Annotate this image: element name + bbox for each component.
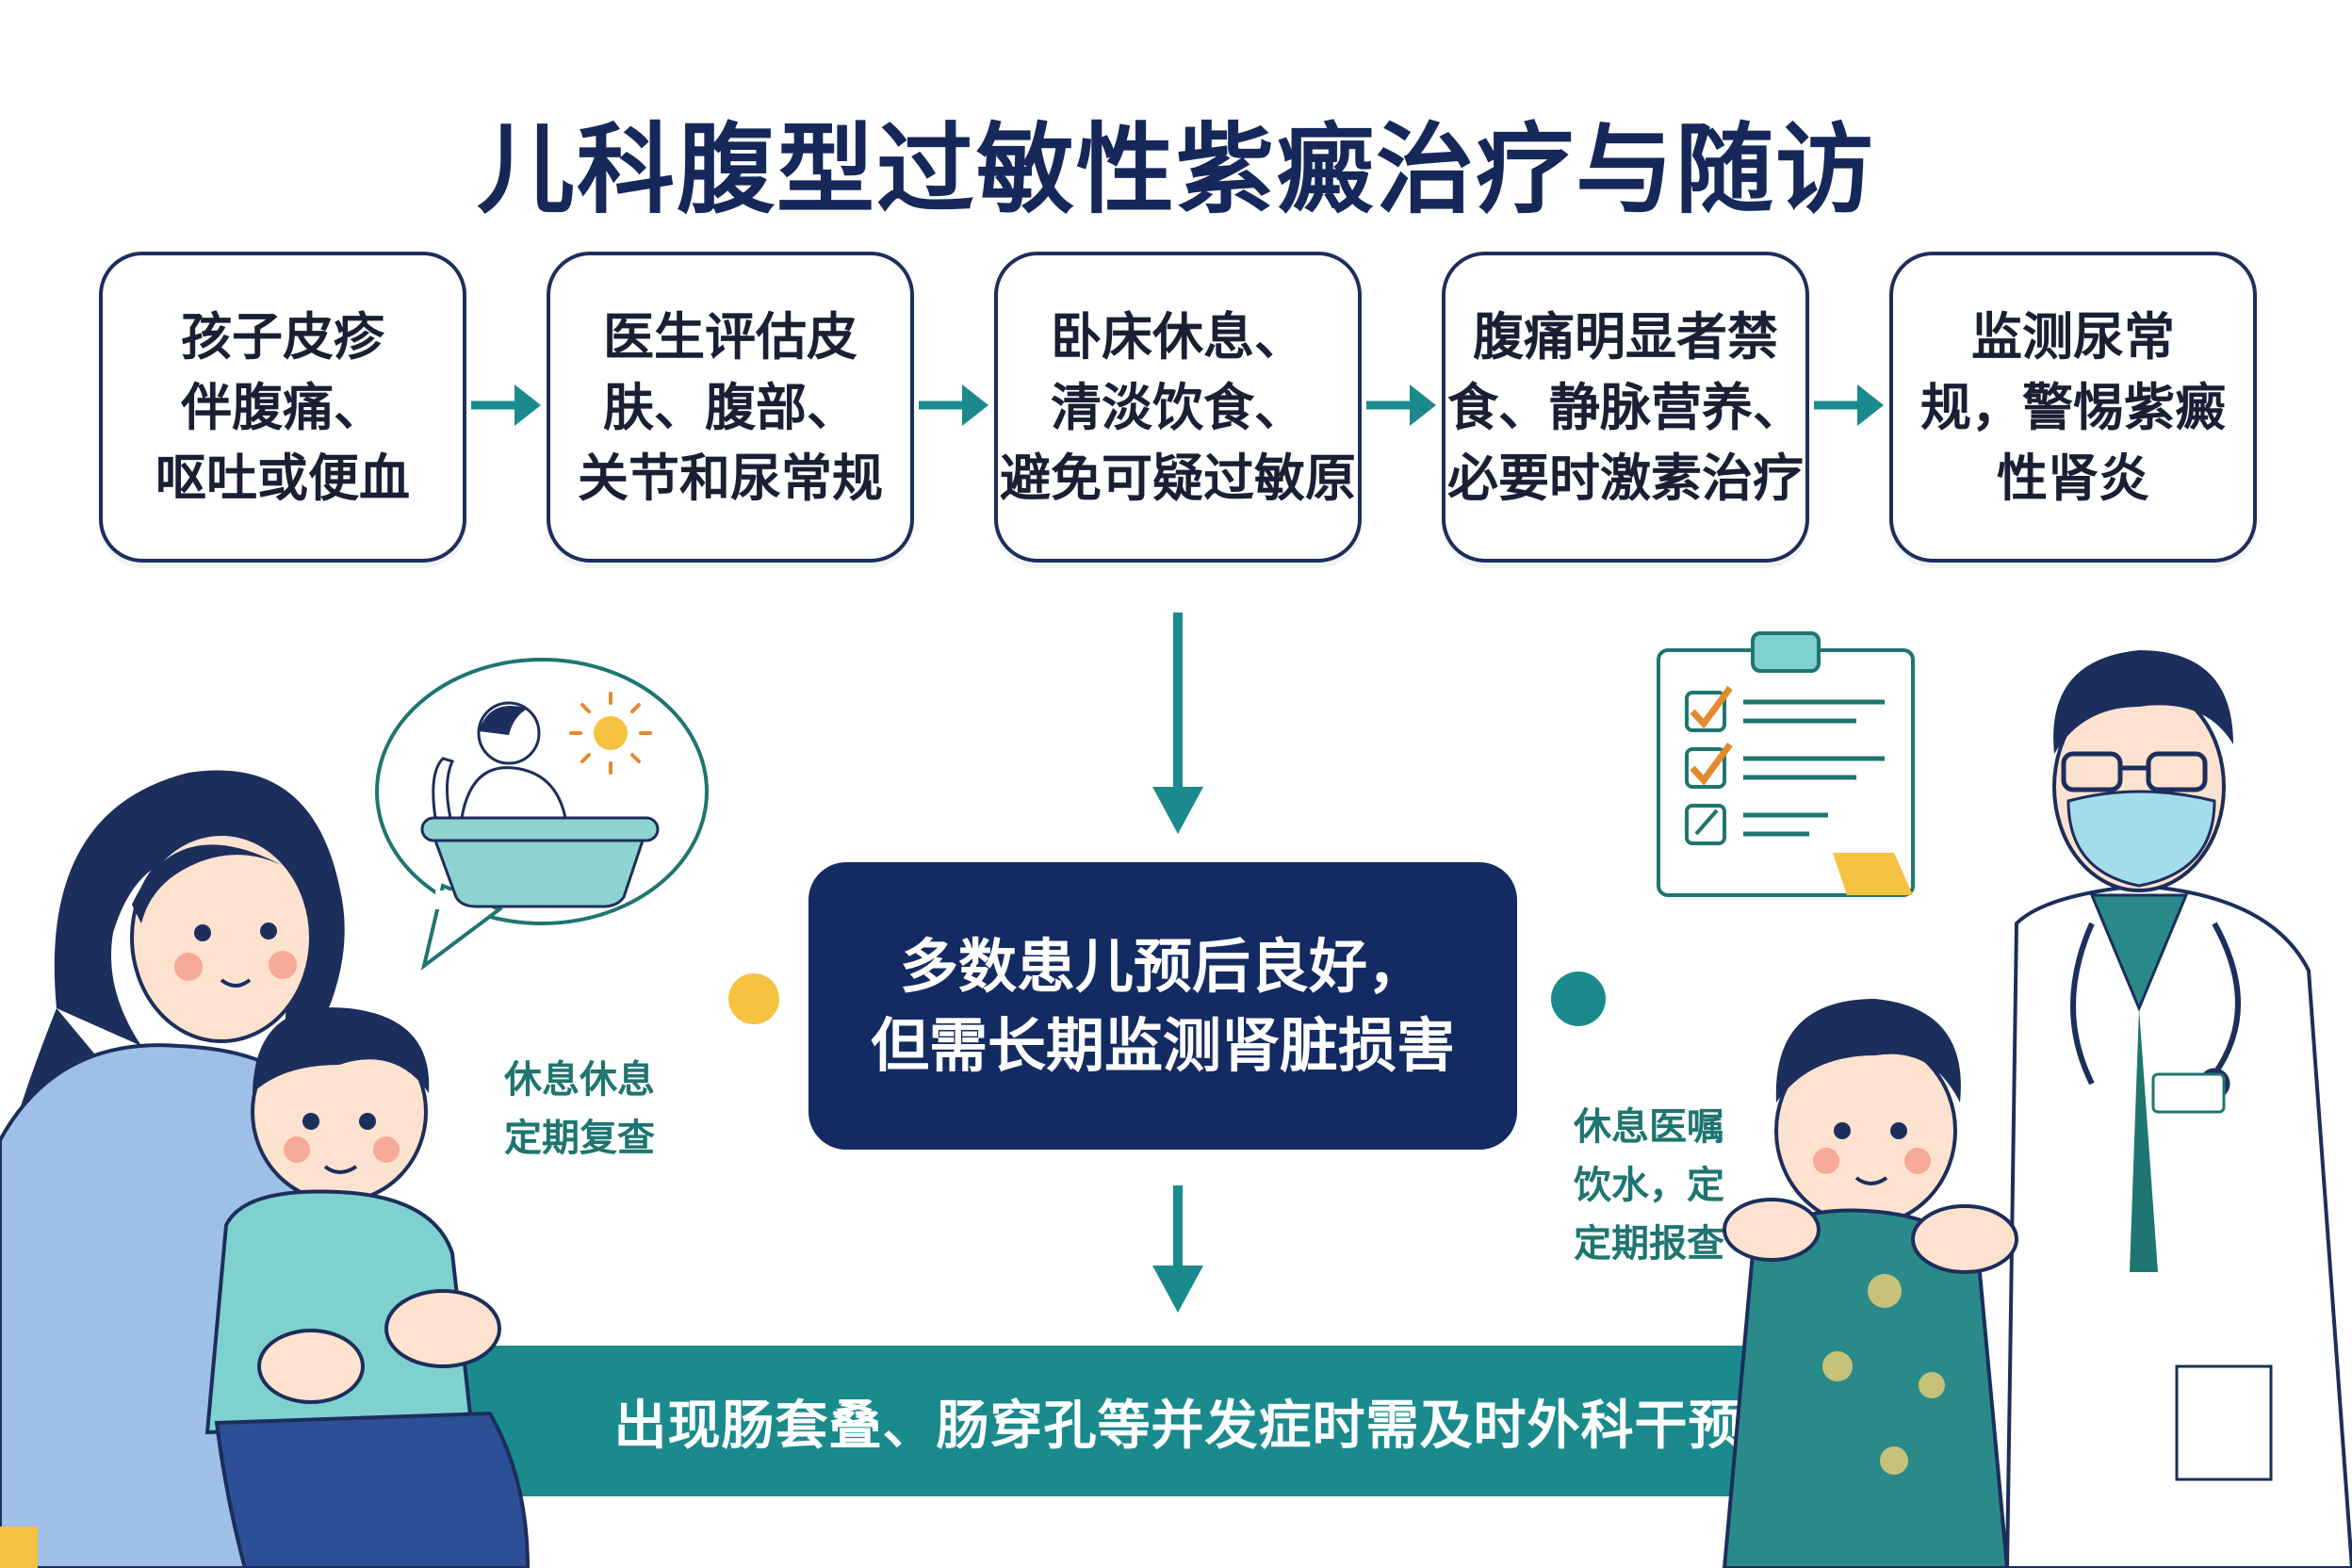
right-note: 休息医嘱 饮水，定 定期报查	[1574, 1105, 1724, 1266]
step-1-text: 孩子皮疹 伴腹痛、 呕吐或便血	[155, 306, 410, 508]
checkmark-icon	[1685, 742, 1733, 789]
bathtub-icon	[420, 701, 660, 908]
connector-left	[498, 973, 779, 1024]
left-note: 休息休息 定期复查	[504, 1058, 655, 1160]
step-5-text: 监测尿常 规，警惕紫癜 性肾炎	[1920, 306, 2226, 508]
surgery-banner-text: 出现肠套叠、肠穿孔等并发症时需及时外科干预	[613, 1395, 1742, 1457]
arrow-down-icon	[1152, 612, 1203, 834]
step-5-box: 监测尿常 规，警惕紫癜 性肾炎	[1889, 252, 2257, 563]
step-4-text: 腹痛明显者禁 食、静脉营养、 必要时激素治疗	[1447, 306, 1804, 508]
step-3-text: 卧床休息、 清淡饮食、 避免可疑过敏原	[1000, 306, 1356, 508]
connector-right	[1551, 972, 1856, 1026]
page-title: 儿科腹型过敏性紫癜治疗与随访	[476, 112, 1875, 227]
surgery-banner: 出现肠套叠、肠穿孔等并发症时需及时外科干预	[452, 1346, 1903, 1496]
step-2-text: 医生评估皮 肤、腹部、 关节和尿常规	[578, 306, 883, 508]
arrow-right-icon	[471, 384, 541, 426]
arrow-right-icon	[1366, 384, 1436, 426]
clipboard-icon	[1657, 631, 1915, 897]
mother-child-illustration	[0, 658, 709, 1568]
step-2-box: 医生评估皮 肤、腹部、 关节和尿常规	[547, 252, 914, 563]
arrow-down-icon	[1152, 1185, 1203, 1313]
doctor-child-illustration	[1657, 631, 2352, 1568]
arrow-right-icon	[1814, 384, 1884, 426]
prognosis-box: 多数患儿预后良好， 但需长期监测肾脏损害	[808, 862, 1517, 1150]
arrow-right-icon	[919, 384, 988, 426]
step-3-box: 卧床休息、 清淡饮食、 避免可疑过敏原	[994, 252, 1362, 563]
prognosis-text: 多数患儿预后良好， 但需长期监测肾脏损害	[870, 931, 1455, 1080]
checkmark-icon	[1685, 685, 1733, 732]
step-1-box: 孩子皮疹 伴腹痛、 呕吐或便血	[99, 252, 466, 563]
step-4-box: 腹痛明显者禁 食、静脉营养、 必要时激素治疗	[1442, 252, 1809, 563]
sun-icon	[569, 692, 652, 775]
